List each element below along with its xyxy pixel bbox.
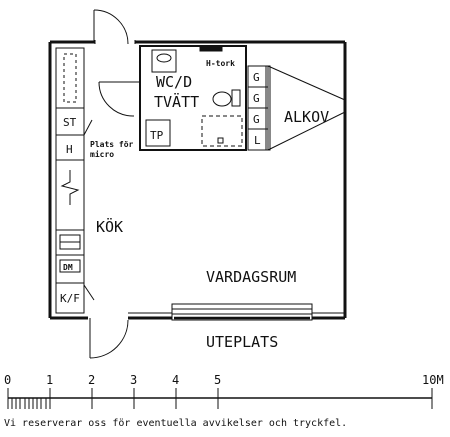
kitchen-cabinets	[55, 47, 95, 314]
wardrobe-label-4: L	[254, 134, 261, 147]
htork-label: H-tork	[206, 59, 235, 68]
st-label: ST	[63, 116, 77, 129]
room-label-alkov: ALKOV	[284, 108, 329, 126]
scale-label-3: 3	[130, 373, 137, 387]
scale-label-10m: 10M	[422, 373, 444, 387]
scale-label-4: 4	[172, 373, 179, 387]
patio-door	[89, 318, 129, 359]
room-label-uteplats: UTEPLATS	[206, 333, 278, 351]
wardrobe-label-2: G	[253, 92, 260, 105]
wardrobe-label-1: G	[253, 71, 260, 84]
room-label-wc: WC/D	[156, 73, 192, 91]
scale-label-5: 5	[214, 373, 221, 387]
outer-walls	[48, 40, 347, 320]
micro-label-line2: micro	[90, 149, 114, 159]
scale-label-1: 1	[46, 373, 53, 387]
micro-label-line1: Plats för	[90, 140, 134, 149]
disclaimer-text: Vi reserverar oss för eventuella avvikel…	[4, 418, 348, 429]
dm-label: DM	[63, 263, 73, 272]
scale-label-0: 0	[4, 373, 11, 387]
wardrobe-label-3: G	[253, 113, 260, 126]
room-label-tvatt: TVÄTT	[154, 92, 199, 111]
room-label-kok: KÖK	[96, 217, 123, 236]
scale-label-2: 2	[88, 373, 95, 387]
h-label: H	[66, 143, 73, 156]
tp-label: TP	[150, 129, 164, 142]
scale-bar	[7, 388, 433, 409]
patio-window	[171, 303, 313, 321]
entrance-door	[93, 9, 136, 45]
kf-label: K/F	[60, 292, 80, 305]
room-label-vardagsrum: VARDAGSRUM	[206, 268, 296, 286]
wardrobes	[247, 65, 346, 151]
wc-room	[98, 45, 247, 151]
